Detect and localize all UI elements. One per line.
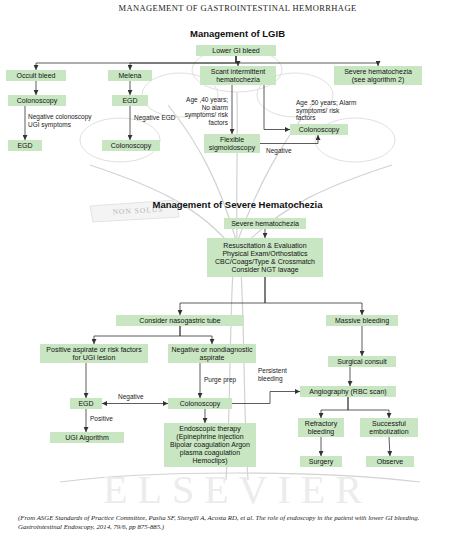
box-text: Lower GI bleed bbox=[199, 47, 273, 55]
process-box: Resuscitation & Evaluation Physical Exam… bbox=[207, 238, 323, 277]
box-text: Angiography (RBC scan) bbox=[303, 388, 393, 396]
connector-arrow bbox=[321, 397, 348, 418]
box-text: Refractory bleeding bbox=[301, 420, 341, 436]
edge-label: Negative colonoscopy UGI symptoms bbox=[28, 113, 100, 128]
box-text: Flexible sigmoidoscopy bbox=[207, 136, 257, 152]
connector-arrow bbox=[265, 229, 266, 238]
connector-arrow bbox=[86, 363, 87, 398]
process-box: Massive bleeding bbox=[326, 315, 398, 326]
section-heading: Management of Severe Hematochezia bbox=[0, 199, 475, 210]
source-caption: (From ASGE Standards of Practice Committ… bbox=[18, 514, 458, 531]
box-text: Consider nasogastric tube bbox=[119, 317, 241, 325]
process-box: Angiography (RBC scan) bbox=[300, 386, 396, 397]
process-box: Consider nasogastric tube bbox=[116, 315, 244, 326]
box-text: Colonoscopy bbox=[105, 142, 157, 150]
edge-label: Negative bbox=[266, 147, 306, 155]
connector-arrow bbox=[232, 85, 233, 134]
connector-arrow bbox=[94, 326, 180, 344]
connector-arrow bbox=[25, 106, 26, 140]
process-box: Observe bbox=[366, 456, 414, 467]
box-text: Occult bleed bbox=[9, 72, 63, 80]
process-box: Colonoscopy bbox=[168, 398, 232, 409]
connector-arrow bbox=[389, 437, 390, 456]
box-text: Scant intermittent hematochezia bbox=[203, 68, 273, 84]
connector-arrow bbox=[180, 277, 265, 315]
edge-label: Positive bbox=[90, 415, 130, 423]
box-text: Negative or nondiagnostic aspirate bbox=[171, 346, 253, 362]
connector-arrow bbox=[180, 326, 212, 344]
foliage bbox=[80, 118, 160, 162]
connector-arrow bbox=[321, 437, 322, 456]
box-text: Surgical consult bbox=[331, 358, 393, 366]
connector-arrow bbox=[350, 367, 351, 386]
connector-arrow bbox=[86, 409, 87, 432]
connector-arrow bbox=[36, 81, 37, 95]
process-box: Severe hematochezia (see algorithm 2) bbox=[334, 66, 422, 85]
page-title: MANAGEMENT OF GASTROINTESTINAL HEMORRHAG… bbox=[0, 3, 475, 13]
box-text: Melena bbox=[111, 72, 149, 80]
connector-arrow bbox=[130, 81, 131, 95]
publisher-watermark: ELSEVIER bbox=[40, 466, 435, 513]
process-box: Refractory bleeding bbox=[298, 418, 344, 437]
box-text: Severe hematochezia bbox=[227, 220, 303, 228]
process-box: Colonoscopy bbox=[290, 124, 348, 135]
box-text: Colonoscopy bbox=[11, 97, 63, 105]
process-box: Negative or nondiagnostic aspirate bbox=[168, 344, 256, 363]
process-box: Occult bleed bbox=[6, 70, 66, 81]
process-box: Surgery bbox=[300, 456, 342, 467]
box-text: EGD bbox=[73, 400, 99, 408]
connector-arrow bbox=[236, 56, 378, 66]
box-text: Observe bbox=[369, 458, 411, 466]
connector-arrow bbox=[102, 403, 168, 404]
process-box: Severe hematochezia bbox=[224, 218, 306, 229]
process-box: UGI Algorithm bbox=[50, 432, 124, 443]
process-box: EGD bbox=[112, 95, 148, 106]
edge-label: Persistent bleeding bbox=[258, 367, 298, 382]
connector-arrow bbox=[232, 392, 300, 404]
tree-branches bbox=[60, 92, 420, 482]
connector-arrow bbox=[205, 409, 206, 423]
process-box: Colonoscopy bbox=[102, 140, 160, 151]
box-text: Severe hematochezia (see algorithm 2) bbox=[337, 68, 419, 84]
process-box: Endoscopic therapy (Epinephrine injectio… bbox=[164, 423, 256, 467]
connector-arrow bbox=[260, 135, 318, 144]
edge-label: Age .50 years; Alarm symptoms/ risk fact… bbox=[296, 99, 360, 122]
connector-arrow bbox=[264, 85, 290, 130]
edge-label: Negative EGD bbox=[134, 114, 182, 122]
process-box: EGD bbox=[70, 398, 102, 409]
connector-arrow bbox=[130, 106, 131, 140]
process-box: Scant intermittent hematochezia bbox=[200, 66, 276, 85]
box-text: UGI Algorithm bbox=[53, 434, 121, 442]
edge-label: Age ,40 years; No alarm symptoms/ risk f… bbox=[180, 96, 228, 126]
process-box: Colonoscopy bbox=[8, 95, 66, 106]
process-box: Flexible sigmoidoscopy bbox=[204, 134, 260, 153]
connector-arrow bbox=[362, 326, 363, 356]
connector-arrow bbox=[200, 363, 201, 398]
box-text: Positive aspirate or risk factors for UG… bbox=[43, 346, 145, 362]
process-box: Melena bbox=[108, 70, 152, 81]
process-box: EGD bbox=[8, 140, 42, 151]
edge-label: Negative bbox=[118, 393, 158, 401]
edge-label: Purge prep bbox=[204, 376, 248, 384]
box-text: Surgery bbox=[303, 458, 339, 466]
connector-arrow bbox=[265, 277, 362, 315]
process-box: Positive aspirate or risk factors for UG… bbox=[40, 344, 148, 363]
box-text: Resuscitation & Evaluation Physical Exam… bbox=[210, 242, 320, 274]
process-box: Successful embolization bbox=[360, 418, 418, 437]
section-heading: Management of LGIB bbox=[0, 28, 475, 39]
box-text: Massive bleeding bbox=[329, 317, 395, 325]
box-text: EGD bbox=[115, 97, 145, 105]
box-text: EGD bbox=[11, 142, 39, 150]
process-box: Surgical consult bbox=[328, 356, 396, 367]
connector-arrow bbox=[348, 397, 389, 418]
box-text: Successful embolization bbox=[363, 420, 415, 436]
box-text: Colonoscopy bbox=[293, 126, 345, 134]
box-text: Endoscopic therapy (Epinephrine injectio… bbox=[167, 425, 253, 465]
process-box: Lower GI bleed bbox=[196, 45, 276, 56]
box-text: Colonoscopy bbox=[171, 400, 229, 408]
